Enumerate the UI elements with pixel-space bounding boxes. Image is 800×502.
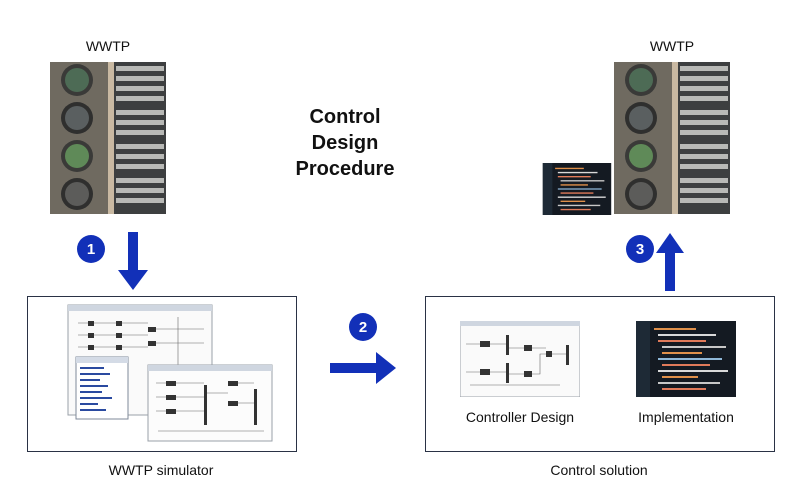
controller-design-label: Controller Design (465, 409, 575, 425)
simulator-caption: WWTP simulator (108, 462, 214, 478)
implementation-label: Implementation (638, 409, 734, 425)
wwtp-left-photo (50, 62, 166, 214)
arrow-right-icon (330, 352, 396, 384)
wwtp-right-label: WWTP (649, 38, 695, 54)
code-photo-overlay (542, 163, 612, 215)
control-solution-panel: Controller Design Implementation (425, 296, 775, 452)
wwtp-right-photo (614, 62, 730, 214)
diagram-title: Control Design Procedure (295, 106, 395, 180)
simulator-panel (27, 296, 297, 452)
control-solution-caption: Control solution (550, 462, 648, 478)
step-1-badge: 1 (77, 235, 105, 263)
arrow-up-icon (656, 233, 684, 291)
step-2-badge: 2 (349, 313, 377, 341)
wwtp-left-label: WWTP (85, 38, 131, 54)
controller-diagram (460, 321, 580, 397)
step-3-badge: 3 (626, 235, 654, 263)
implementation-photo (636, 321, 736, 397)
arrow-down-icon (118, 232, 148, 290)
simulator-screenshot (67, 304, 273, 442)
